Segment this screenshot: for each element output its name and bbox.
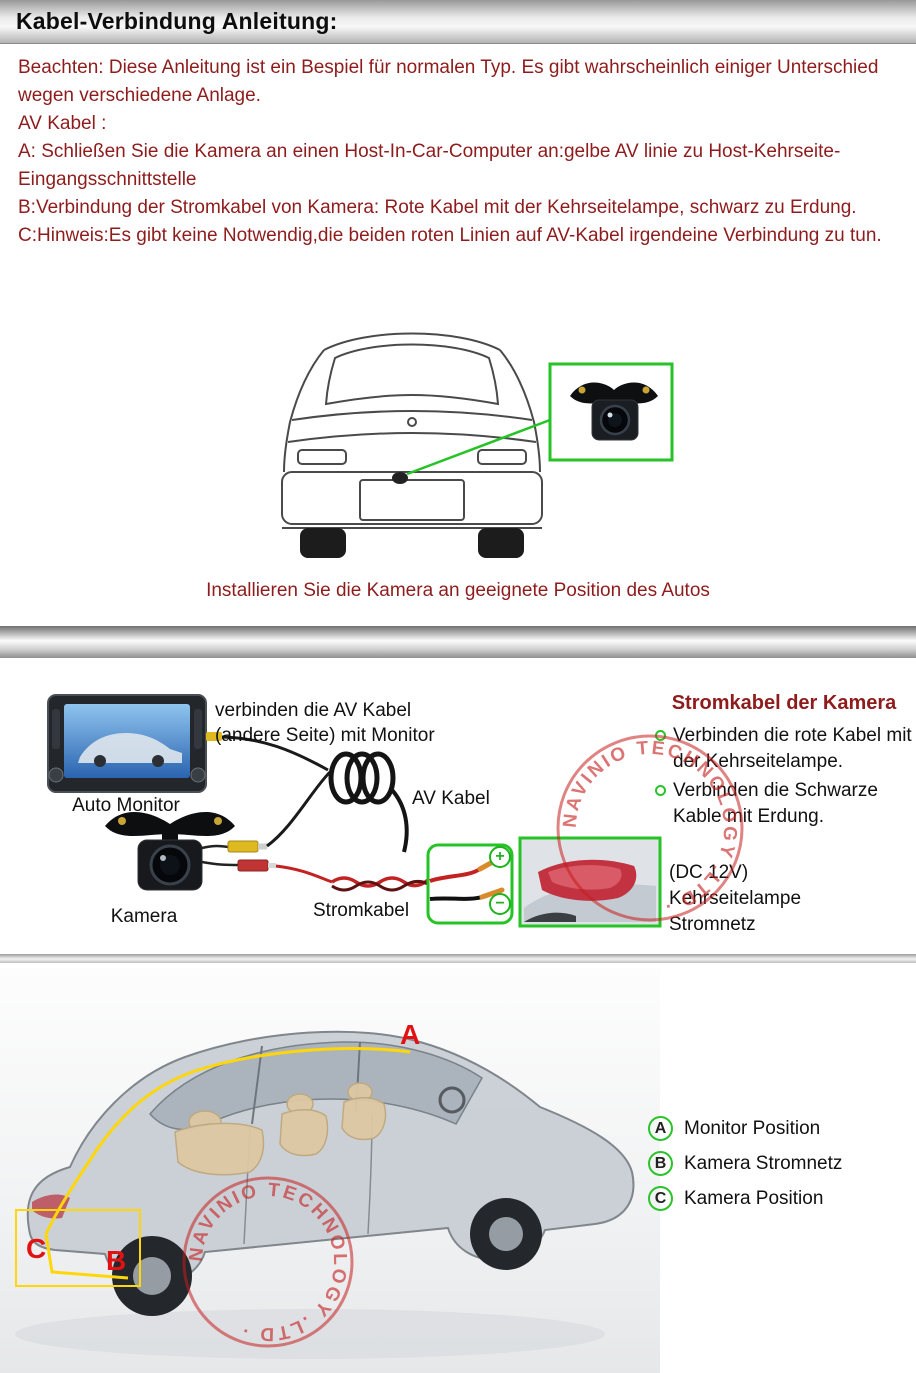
section-divider: [0, 626, 916, 658]
cable-routing-lines: [15, 1047, 411, 1287]
rear-wheel-right: [478, 528, 524, 558]
power-bullet-text: Verbinden die Schwarze Kable mit Erdung.: [673, 780, 878, 827]
page-title: Kabel-Verbindung Anleitung:: [16, 8, 338, 34]
car-seats: [174, 1082, 387, 1176]
power-panel-title: Stromkabel der Kamera: [671, 692, 897, 714]
plus-icon: +: [489, 846, 511, 868]
legend-item: B Kamera Stromnetz: [648, 1151, 842, 1176]
legend-letter-b: B: [648, 1151, 673, 1176]
camera-image: [105, 811, 235, 891]
instruction-paragraph: Beachten: Diese Anleitung ist ein Bespie…: [18, 57, 879, 106]
rear-view-figure: [281, 332, 674, 558]
legend-label: Monitor Position: [684, 1117, 821, 1139]
marker-a: A: [400, 1019, 420, 1050]
power-cable: [331, 876, 430, 892]
minus-icon: −: [489, 893, 511, 915]
camera-mount-point: [392, 472, 408, 484]
legend-letter-c: C: [648, 1186, 673, 1211]
power-bullet: Verbinden die rote Kabel mit der Kehrsei…: [655, 723, 913, 775]
bullet-icon: [655, 785, 666, 796]
av-cable-coil: [328, 751, 409, 853]
power-bullet: Verbinden die Schwarze Kable mit Erdung.: [655, 778, 913, 830]
dc-note-line: (DC 12V): [669, 862, 749, 883]
callout-line: [406, 418, 551, 476]
legend-item: C Kamera Position: [648, 1186, 842, 1211]
monitor-knob-left: [48, 767, 64, 783]
rca-connector-yellow: [206, 732, 222, 741]
monitor-image: [47, 694, 207, 793]
section-divider: [0, 954, 916, 963]
dc-connector-red: [237, 859, 276, 872]
camera-label: Kamera: [110, 906, 178, 927]
dc-note: (DC 12V) Kehrseitelampe Stromnetz: [655, 860, 913, 938]
instruction-text: Beachten: Diese Anleitung ist ein Bespie…: [18, 54, 900, 250]
taillight: [32, 1194, 70, 1219]
taillight-photo: [518, 836, 662, 928]
instruction-paragraph: C:Hinweis:Es gibt keine Notwendig,die be…: [18, 225, 882, 246]
camera-photo: [570, 382, 658, 441]
dc-note-line: Kehrseitelampe: [669, 888, 802, 909]
power-cable-label: Stromkabel: [313, 900, 410, 921]
monitor-label: Auto Monitor: [72, 795, 180, 816]
rear-wheel-left: [300, 528, 346, 558]
rear-view-caption: Installieren Sie die Kamera an geeignete…: [206, 580, 710, 601]
car-xray-image: A B C: [15, 1019, 635, 1359]
av-cable-label: AV Kabel: [412, 788, 490, 809]
instruction-paragraph: AV Kabel :: [18, 113, 107, 134]
power-panel: Stromkabel der Kamera Verbinden die rote…: [655, 692, 913, 938]
legend-item: A Monitor Position: [648, 1116, 842, 1141]
header-bar: Kabel-Verbindung Anleitung:: [0, 0, 916, 44]
marker-c: C: [26, 1233, 46, 1264]
position-legend: A Monitor Position B Kamera Stromnetz C …: [648, 1116, 842, 1221]
marker-b: B: [106, 1245, 126, 1276]
steering-wheel: [438, 1086, 466, 1114]
legend-letter-a: A: [648, 1116, 673, 1141]
dc-note-line: Stromnetz: [669, 914, 756, 935]
power-bullet-text: Verbinden die rote Kabel mit der Kehrsei…: [673, 725, 912, 772]
rca-connector-yellow: [227, 840, 267, 853]
monitor-knob-right: [190, 767, 206, 783]
av-cable-wire: [221, 735, 329, 772]
legend-label: Kamera Stromnetz: [684, 1152, 843, 1174]
camera-callout-box: [548, 362, 674, 462]
instruction-paragraph: B:Verbindung der Stromkabel von Kamera: …: [18, 197, 857, 218]
legend-label: Kamera Position: [684, 1187, 824, 1209]
av-cable-note: verbinden die AV Kabel (andere Seite) mi…: [215, 700, 435, 746]
stripped-wire-negative: [479, 887, 505, 900]
bullet-icon: [655, 730, 666, 741]
instruction-paragraph: A: Schließen Sie die Kamera an einen Hos…: [18, 141, 841, 190]
